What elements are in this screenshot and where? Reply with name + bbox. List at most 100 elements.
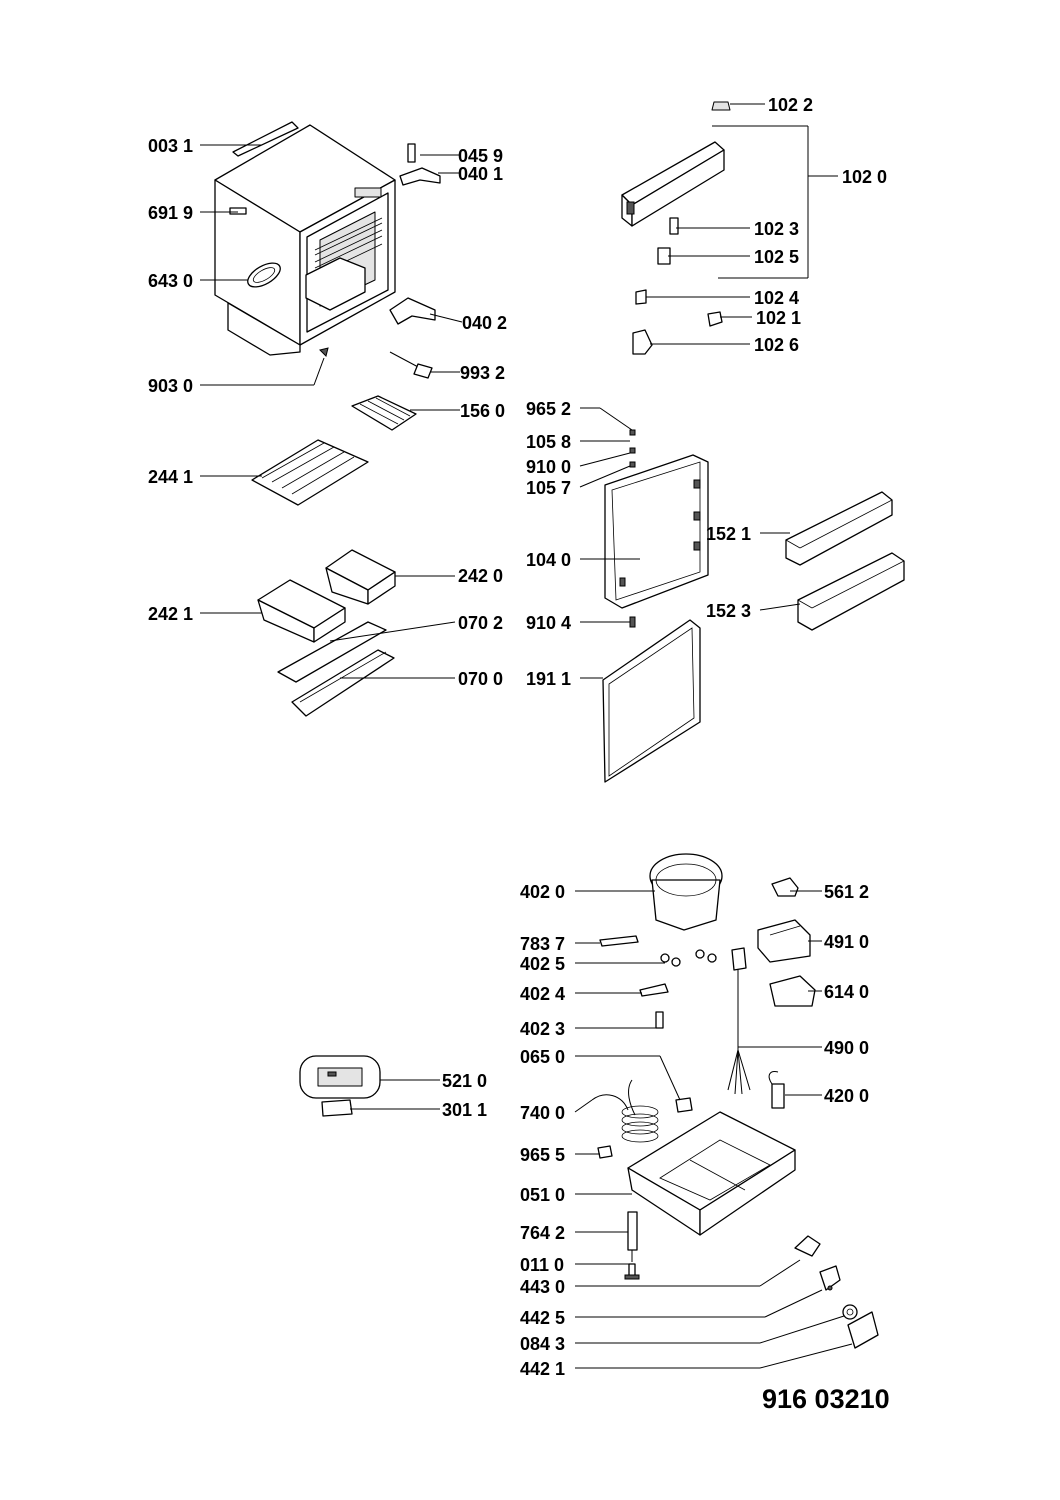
capillary-coil-part: [591, 1079, 659, 1143]
label-561-2: 561 2: [824, 882, 869, 902]
wire-shelf-part: [251, 439, 369, 506]
door-gasket-part: [602, 619, 701, 783]
label-443-0: 443 0: [520, 1277, 565, 1297]
grommet-clip-part: [675, 1097, 693, 1113]
label-040-2: 040 2: [462, 313, 507, 333]
label-244-1: 244 1: [148, 467, 193, 487]
filter-drier-part: [627, 1211, 638, 1262]
small-clip-part: [635, 289, 647, 305]
label-065-0: 065 0: [520, 1047, 565, 1067]
label-070-0: 070 0: [458, 669, 503, 689]
label-420-0: 420 0: [824, 1086, 869, 1106]
power-cable-part: [727, 947, 751, 1095]
label-402-0: 402 0: [520, 882, 565, 902]
label-102-2: 102 2: [768, 95, 813, 115]
cap-part: [711, 101, 731, 111]
label-156-0: 156 0: [460, 401, 505, 421]
label-993-2: 993 2: [460, 363, 505, 383]
label-301-1: 301 1: [442, 1100, 487, 1120]
label-045-9: 045 9: [458, 146, 503, 166]
label-903-0: 903 0: [148, 376, 193, 396]
label-070-2: 070 2: [458, 613, 503, 633]
control-panel-part: [299, 1055, 381, 1099]
crisper-cover-frame-part: [291, 649, 395, 717]
label-965-2: 965 2: [526, 399, 571, 419]
drier-tube-part: [599, 935, 639, 947]
top-trim-part: [232, 121, 299, 157]
clip-bracket-part: [639, 983, 669, 997]
leader-lines: [200, 103, 853, 1369]
door-screws: [629, 429, 636, 628]
hinge-pin-part: [407, 143, 416, 163]
label-521-0: 521 0: [442, 1071, 487, 1091]
label-152-1: 152 1: [706, 524, 751, 544]
label-764-2: 764 2: [520, 1223, 565, 1243]
label-003-1: 003 1: [148, 136, 193, 156]
label-102-4: 102 4: [754, 288, 799, 308]
label-442-5: 442 5: [520, 1308, 565, 1328]
label-040-1: 040 1: [458, 164, 503, 184]
label-614-0: 614 0: [824, 982, 869, 1002]
nut-part: [842, 1304, 858, 1320]
label-242-1: 242 1: [148, 604, 193, 624]
label-plate-part: [321, 1099, 353, 1117]
label-402-5: 402 5: [520, 954, 565, 974]
foot-part: [319, 347, 329, 357]
label-242-0: 242 0: [458, 566, 503, 586]
upper-hinge-part: [399, 167, 441, 186]
label-051-0: 051 0: [520, 1185, 565, 1205]
small-bracket-part: [655, 1011, 664, 1029]
compressor-part: [649, 853, 723, 931]
door-shelf-upper-part: [785, 491, 893, 566]
door-part: [604, 454, 709, 609]
label-105-8: 105 8: [526, 432, 571, 452]
cabinet-drawing: [214, 124, 396, 356]
relay-part: [819, 1265, 841, 1291]
label-442-1: 442 1: [520, 1359, 565, 1379]
compressor-grommets: [660, 949, 717, 967]
label-102-3: 102 3: [754, 219, 799, 239]
thermostat-part: [757, 919, 811, 963]
label-783-7: 783 7: [520, 934, 565, 954]
label-191-1: 191 1: [526, 669, 571, 689]
tool-part: [389, 351, 433, 379]
label-084-3: 084 3: [520, 1334, 565, 1354]
label-102-6: 102 6: [754, 335, 799, 355]
hinge-bracket-part: [669, 217, 679, 235]
label-910-4: 910 4: [526, 613, 571, 633]
document-number: 916 03210: [762, 1384, 890, 1414]
part-labels: 003 1 045 9 040 1 691 9 643 0 040 2 993 …: [148, 95, 890, 1414]
label-910-0: 910 0: [526, 457, 571, 477]
capacitor-part: [768, 1071, 785, 1109]
label-402-3: 402 3: [520, 1019, 565, 1039]
label-105-7: 105 7: [526, 478, 571, 498]
label-643-0: 643 0: [148, 271, 193, 291]
ice-tray-part: [351, 395, 417, 431]
knob-part: [707, 311, 723, 327]
starter-part: [769, 975, 816, 1007]
label-490-0: 490 0: [824, 1038, 869, 1058]
base-tray-part: [627, 1111, 796, 1236]
label-102-5: 102 5: [754, 247, 799, 267]
crisper-box-small-part: [325, 549, 396, 605]
screw-part: [624, 1263, 640, 1280]
label-102-0: 102 0: [842, 167, 887, 187]
label-740-0: 740 0: [520, 1103, 565, 1123]
label-402-4: 402 4: [520, 984, 565, 1004]
label-011-0: 011 0: [520, 1255, 564, 1275]
label-152-3: 152 3: [706, 601, 751, 621]
clamp-part: [794, 1235, 821, 1257]
label-104-0: 104 0: [526, 550, 571, 570]
bolt-part: [597, 1145, 613, 1159]
label-691-9: 691 9: [148, 203, 193, 223]
mounting-plate-part: [847, 1311, 879, 1349]
label-102-1: 102 1: [756, 308, 801, 328]
door-panel-part: [621, 141, 725, 227]
label-491-0: 491 0: [824, 932, 869, 952]
door-shelf-lower-part: [797, 552, 905, 631]
overload-part: [771, 877, 799, 897]
lower-hinge-part: [389, 297, 436, 325]
label-965-5: 965 5: [520, 1145, 565, 1165]
latch-part: [632, 329, 653, 355]
